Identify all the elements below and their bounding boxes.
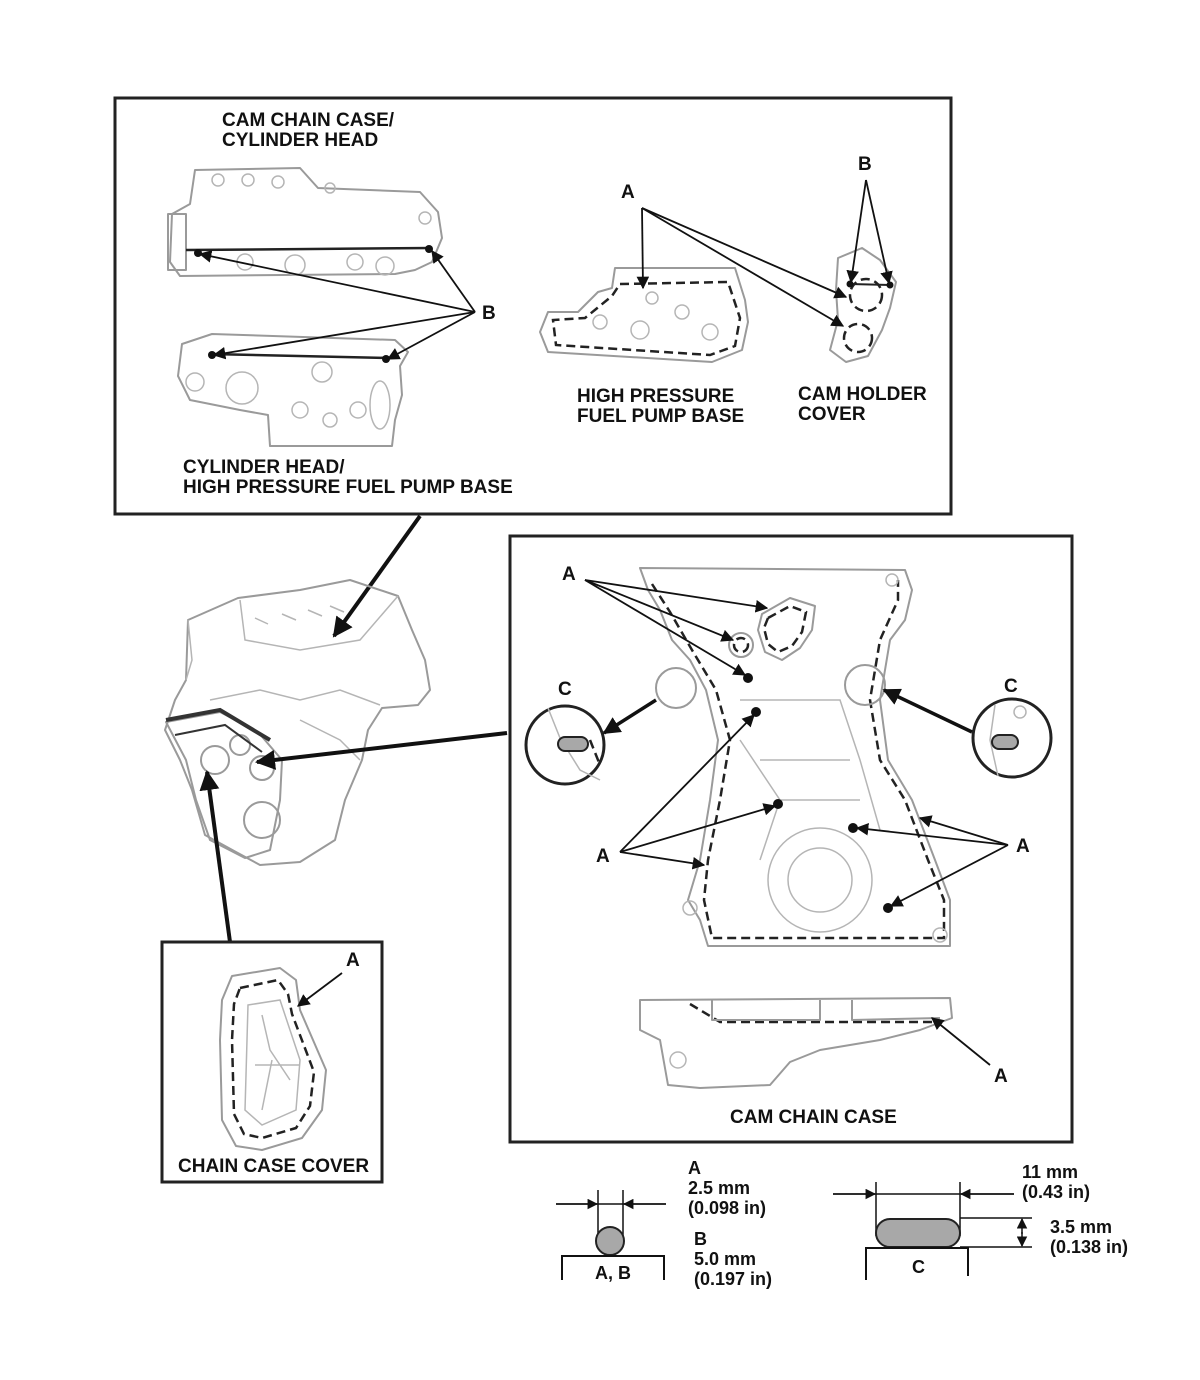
- callout-b-right: B: [858, 154, 872, 175]
- callout-a-right-right: A: [1016, 836, 1030, 857]
- chain-case-cover-panel: A CHAIN CASE COVER: [160, 940, 384, 1184]
- callout-c-left: C: [558, 679, 572, 700]
- legend-ab-base-label: A, B: [595, 1263, 631, 1283]
- engine-overview: [164, 579, 431, 866]
- callout-b-left: B: [482, 303, 496, 324]
- right-panel-frame: [508, 534, 1074, 1144]
- bead-ab-sample: [595, 1226, 625, 1256]
- bead-c-sample: [875, 1218, 961, 1248]
- callout-a-bottom-right: A: [994, 1066, 1008, 1087]
- legend-c-height-in: (0.138 in): [1050, 1237, 1128, 1257]
- legend-c-height-mm: 3.5 mm: [1050, 1217, 1112, 1237]
- cam-chain-case-front-view: [639, 567, 951, 947]
- legend-c-base-label: C: [912, 1257, 925, 1277]
- cylinder-head-hp-pump-base-part: [177, 333, 409, 447]
- legend-a-in: (0.098 in): [688, 1198, 766, 1218]
- hp-fuel-pump-base-part: [539, 267, 749, 363]
- legend-c-width-mm: 11 mm: [1022, 1162, 1078, 1182]
- detail-c-right: [971, 697, 1053, 779]
- cam-holder-cover-part: [829, 247, 897, 363]
- left-panel-frame: [160, 940, 384, 1184]
- chain-case-cover-part: [219, 967, 327, 1151]
- callout-a-left-panel: A: [346, 950, 360, 971]
- callout-a-top-right: A: [562, 564, 576, 585]
- pointer-top-to-engine: [332, 514, 422, 638]
- pointer-left-to-engine: [199, 770, 232, 943]
- legend-a-mm: 2.5 mm: [688, 1178, 750, 1198]
- cam-chain-case-side-view: [639, 997, 953, 1089]
- pointer-right-to-engine: [255, 731, 508, 770]
- cam-chain-case-cylinder-head-part: [167, 167, 443, 277]
- label-cam-holder-cover-line1: CAM HOLDER: [798, 384, 927, 405]
- legend-c-width-in: (0.43 in): [1022, 1182, 1090, 1202]
- legend-b-mm: 5.0 mm: [694, 1249, 756, 1269]
- label-cam-chain-case-line1: CAM CHAIN CASE/: [222, 110, 395, 131]
- label-chain-case-cover: CHAIN CASE COVER: [178, 1156, 369, 1177]
- label-cam-holder-cover-line2: COVER: [798, 404, 866, 425]
- label-cylinder-head-line2: HIGH PRESSURE FUEL PUMP BASE: [183, 477, 513, 498]
- label-cam-chain-case-line2: CYLINDER HEAD: [222, 130, 378, 151]
- label-cylinder-head-line1: CYLINDER HEAD/: [183, 457, 345, 478]
- legend-a-label: A: [688, 1158, 701, 1178]
- bead-size-legend-ab: A, B A 2.5 mm (0.098 in) B 5.0 mm (0.197…: [556, 1158, 772, 1289]
- bead-size-legend-c: C 11 mm (0.43 in) 3.5 mm (0.138 in): [833, 1162, 1128, 1280]
- label-cam-chain-case: CAM CHAIN CASE: [730, 1107, 897, 1128]
- callout-c-right: C: [1004, 676, 1018, 697]
- callout-a-top: A: [621, 182, 635, 203]
- legend-b-label: B: [694, 1229, 707, 1249]
- cam-chain-case-detail-panel: A A A A C C CAM CHAIN CASE: [508, 534, 1074, 1144]
- detail-c-left: [524, 704, 606, 786]
- legend-b-in: (0.197 in): [694, 1269, 772, 1289]
- label-hp-pump-base-line2: FUEL PUMP BASE: [577, 406, 744, 427]
- top-detail-panel: CAM CHAIN CASE/ CYLINDER HEAD CYLINDER H…: [113, 96, 953, 516]
- callout-a-left-right: A: [596, 846, 610, 867]
- top-panel-frame: [113, 96, 953, 516]
- label-hp-pump-base-line1: HIGH PRESSURE: [577, 386, 734, 407]
